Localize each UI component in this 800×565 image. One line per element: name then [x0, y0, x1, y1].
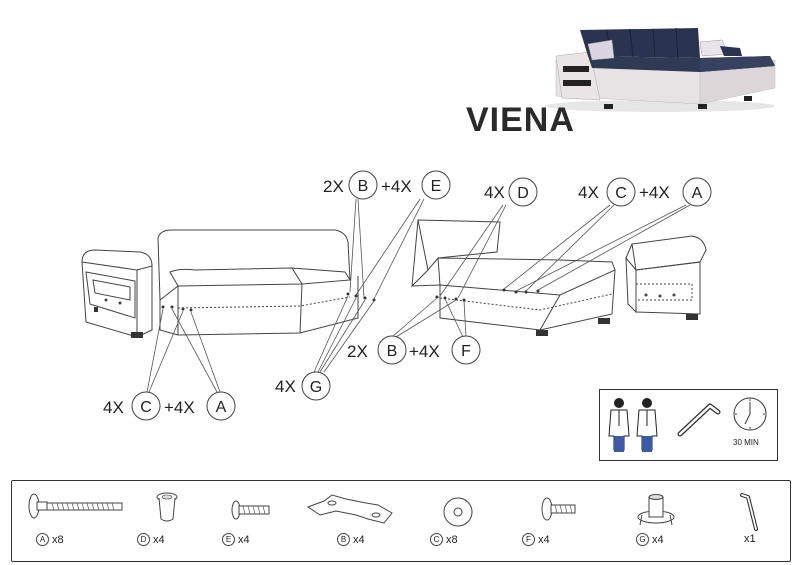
- tee-nut-icon: [637, 494, 675, 526]
- part-item: C x8: [430, 533, 458, 546]
- part-item: B x4: [337, 533, 365, 546]
- callout-letter: B: [358, 178, 369, 195]
- part-letter: G: [636, 533, 649, 546]
- callout-letter: C: [615, 185, 627, 202]
- bracket-icon: [306, 494, 393, 524]
- part-count: x4: [538, 533, 550, 546]
- corner-chaise-module: [411, 219, 616, 336]
- callout-letter: E: [431, 178, 442, 195]
- callout-lower-mid: 4X G: [275, 371, 331, 401]
- part-letter: C: [430, 533, 443, 546]
- part-count: x4: [353, 533, 365, 546]
- washer-icon: [443, 497, 473, 527]
- person-icon: [608, 398, 630, 452]
- callout-letter: G: [310, 379, 322, 396]
- callout-letter: A: [216, 399, 227, 416]
- callout-qty: 4X: [578, 183, 599, 202]
- callout-bottom-left: 4X C +4X A: [103, 391, 236, 421]
- callout-qty: +4X: [381, 177, 412, 196]
- callout-qty: +4X: [639, 183, 670, 202]
- callout-qty: 2X: [347, 342, 368, 361]
- callout-mid: 2X B +4X F: [347, 335, 481, 365]
- part-item: F x4: [522, 533, 550, 546]
- part-letter: F: [522, 533, 535, 546]
- assembly-info-box: 30 MIN: [599, 389, 778, 461]
- assembly-time-label: 30 MIN: [733, 438, 759, 447]
- callout-letter: F: [461, 343, 471, 360]
- callout-letter: A: [692, 185, 703, 202]
- left-armrest-module: [81, 249, 153, 338]
- callout-top-mid: 4X D: [484, 177, 538, 207]
- callout-qty: 4X: [484, 183, 505, 202]
- sleeve-icon: [156, 492, 178, 522]
- short-screw-icon: [541, 497, 576, 521]
- allen-key-icon: [677, 403, 721, 437]
- callout-qty: 2X: [323, 177, 344, 196]
- right-armrest-module: [625, 235, 707, 320]
- callout-top-left: 2X B +4X E: [323, 170, 451, 200]
- bolt-icon: [28, 493, 123, 519]
- person-icon: [636, 398, 658, 452]
- callout-qty: 4X: [275, 377, 296, 396]
- part-count: x1: [744, 533, 756, 545]
- screw-icon: [231, 500, 270, 520]
- callout-letter: C: [140, 399, 152, 416]
- part-item: G x4: [636, 533, 664, 546]
- part-count: x8: [52, 533, 64, 546]
- part-letter: D: [137, 533, 150, 546]
- part-count: x4: [238, 533, 250, 546]
- allen-key-icon: [740, 493, 758, 531]
- part-count: x4: [153, 533, 165, 546]
- part-letter: E: [222, 533, 235, 546]
- connection-points: [161, 288, 540, 312]
- callout-qty: +4X: [409, 342, 440, 361]
- part-item: x1: [744, 533, 756, 545]
- callout-qty: 4X: [103, 398, 124, 417]
- callout-letter: D: [517, 185, 529, 202]
- part-item: D x4: [137, 533, 165, 546]
- part-letter: B: [337, 533, 350, 546]
- product-photo: [545, 27, 776, 112]
- callout-letter: B: [387, 343, 398, 360]
- callout-top-right: 4X C +4X A: [578, 177, 712, 207]
- part-letter: A: [36, 533, 49, 546]
- product-title: VIENA: [466, 101, 575, 139]
- clock-icon: [733, 397, 767, 431]
- callout-qty: +4X: [164, 398, 195, 417]
- part-count: x4: [652, 533, 664, 546]
- part-item: A x8: [36, 533, 64, 546]
- hardware-parts-box: A x8 D x4 E x4 B x4 C: [11, 480, 791, 562]
- middle-sofa-module: [157, 229, 359, 336]
- leader-lines: [146, 198, 691, 393]
- part-count: x8: [446, 533, 458, 546]
- part-item: E x4: [222, 533, 250, 546]
